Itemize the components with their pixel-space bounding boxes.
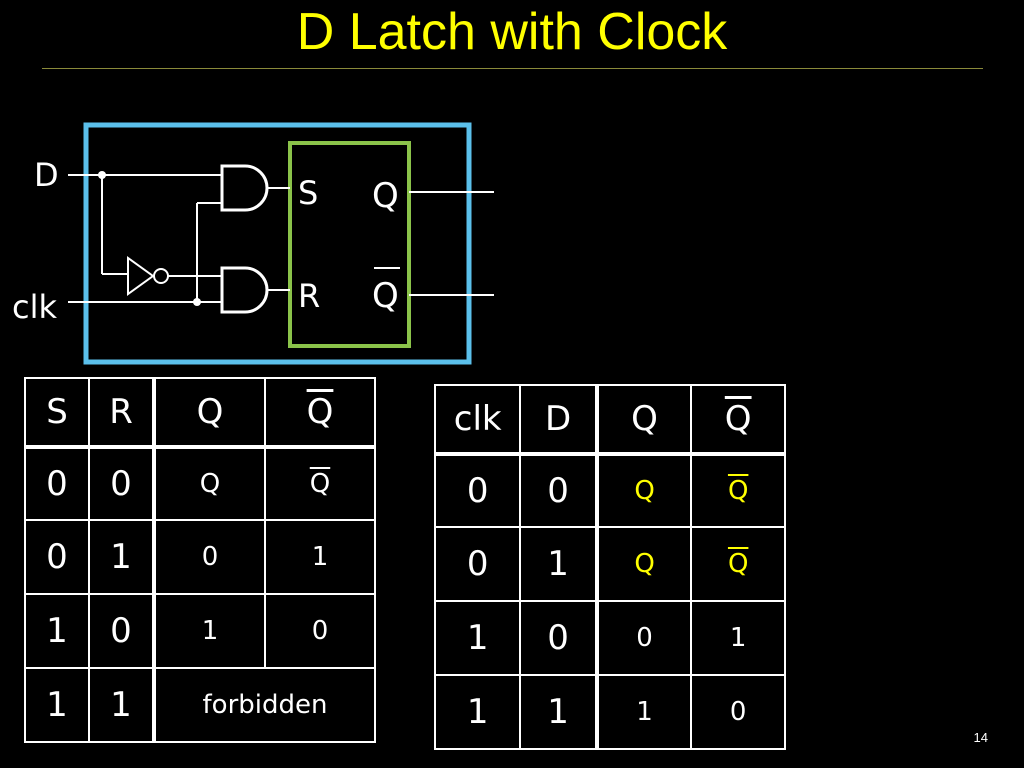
sr-cell: 0 bbox=[264, 593, 376, 669]
sr-header-r: R bbox=[88, 377, 156, 449]
d-truth-table: clk D Q Q 0 0 Q Q 0 1 Q Q 1 0 0 1 1 1 1 … bbox=[433, 384, 786, 750]
inverter-gate bbox=[127, 256, 155, 296]
label-q: Q bbox=[372, 176, 399, 216]
d-header-clk: clk bbox=[433, 384, 522, 456]
d-cell: Q bbox=[595, 453, 693, 528]
sr-latch-box bbox=[288, 141, 411, 348]
d-cell: 0 bbox=[595, 600, 693, 676]
sr-cell: Q bbox=[264, 446, 376, 521]
table-row: 0 1 Q Q bbox=[433, 526, 786, 602]
label-r: R bbox=[298, 277, 320, 315]
table-row: 1 1 1 0 bbox=[433, 674, 786, 750]
d-cell: 0 bbox=[433, 453, 522, 528]
table-row: 1 1 forbidden bbox=[24, 667, 376, 743]
sr-cell: 0 bbox=[24, 519, 90, 595]
d-cell: 1 bbox=[519, 674, 599, 750]
page-number: 14 bbox=[973, 730, 988, 745]
label-clk: clk bbox=[12, 288, 57, 326]
sr-cell: 0 bbox=[88, 446, 156, 521]
table-row: 0 1 0 1 bbox=[24, 519, 376, 595]
sr-cell: 1 bbox=[88, 519, 156, 595]
table-row: 1 0 1 0 bbox=[24, 593, 376, 669]
and-gate-bottom bbox=[220, 266, 269, 314]
sr-truth-table: S R Q Q 0 0 Q Q 0 1 0 1 1 0 1 0 1 1 forb… bbox=[24, 377, 376, 743]
d-cell: 1 bbox=[690, 600, 786, 676]
d-cell: 1 bbox=[433, 674, 522, 750]
table-row: 0 0 Q Q bbox=[433, 453, 786, 528]
label-qbar: Q bbox=[372, 276, 399, 316]
title-divider bbox=[42, 68, 983, 69]
sr-cell: 0 bbox=[153, 519, 266, 595]
sr-cell-forbidden: forbidden bbox=[153, 667, 376, 743]
d-cell: Q bbox=[595, 526, 693, 602]
sr-cell: 1 bbox=[264, 519, 376, 595]
table-row: 0 0 Q Q bbox=[24, 446, 376, 521]
sr-cell: 1 bbox=[24, 667, 90, 743]
d-cell: 0 bbox=[433, 526, 522, 602]
label-s: S bbox=[298, 174, 318, 212]
d-cell: 1 bbox=[595, 674, 693, 750]
d-cell: 0 bbox=[690, 674, 786, 750]
slide-title: D Latch with Clock bbox=[296, 3, 728, 61]
sr-cell: 1 bbox=[88, 667, 156, 743]
outer-box bbox=[83, 122, 472, 365]
sr-header-qbar: Q bbox=[264, 377, 376, 449]
d-cell: 1 bbox=[433, 600, 522, 676]
d-header-qbar: Q bbox=[690, 384, 786, 456]
d-cell: Q bbox=[690, 526, 786, 602]
d-header-q: Q bbox=[595, 384, 693, 456]
sr-cell: 1 bbox=[153, 593, 266, 669]
d-cell: 0 bbox=[519, 600, 599, 676]
d-header-d: D bbox=[519, 384, 599, 456]
sr-cell: 0 bbox=[88, 593, 156, 669]
sr-cell: Q bbox=[153, 446, 266, 521]
d-cell: Q bbox=[690, 453, 786, 528]
table-row: 1 0 0 1 bbox=[433, 600, 786, 676]
label-d: D bbox=[34, 156, 59, 194]
d-cell: 0 bbox=[519, 453, 599, 528]
sr-header-q: Q bbox=[153, 377, 266, 449]
d-cell: 1 bbox=[519, 526, 599, 602]
sr-header-s: S bbox=[24, 377, 90, 449]
sr-cell: 1 bbox=[24, 593, 90, 669]
inverter-bubble bbox=[153, 268, 169, 284]
sr-cell: 0 bbox=[24, 446, 90, 521]
and-gate-top bbox=[220, 164, 269, 212]
